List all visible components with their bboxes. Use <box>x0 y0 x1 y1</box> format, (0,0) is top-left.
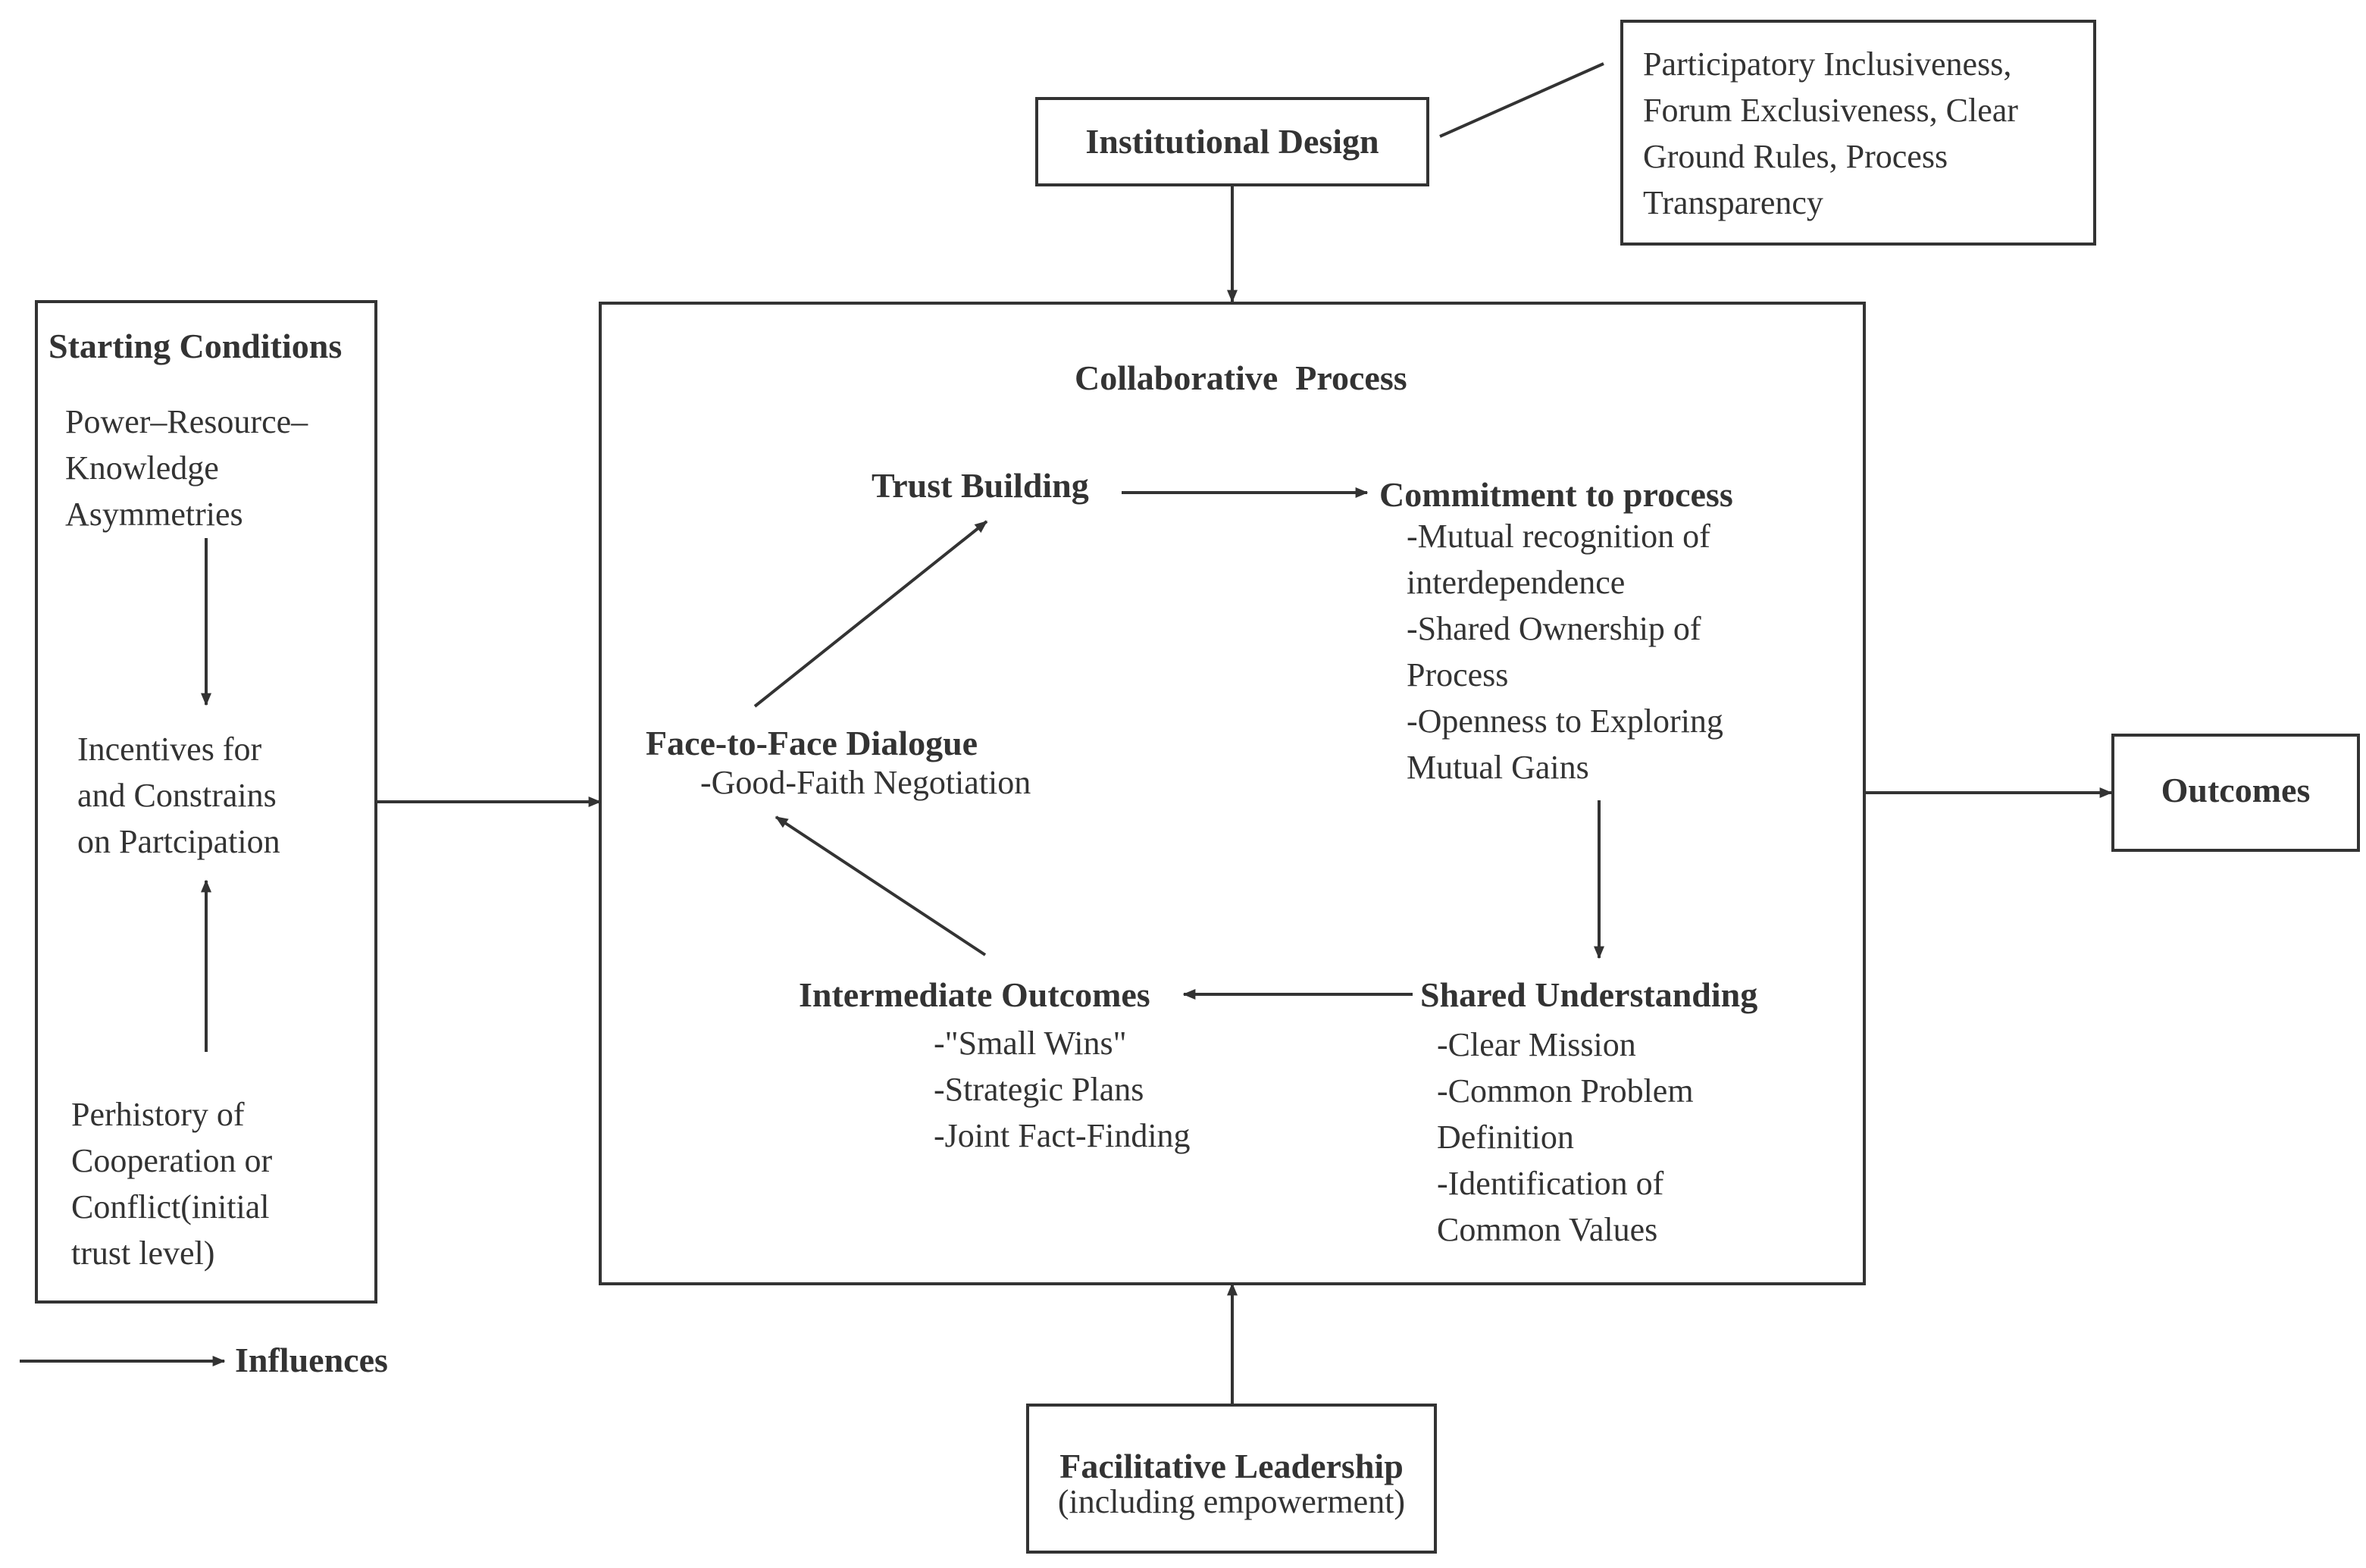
arrow-dialogue-to-trust <box>753 520 988 708</box>
asymmetries-text: Power–Resource– Knowledge Asymmetries <box>65 403 308 533</box>
commitment-title: Commitment to process <box>1379 475 1733 514</box>
commitment-items: -Mutual recognition of interdependence -… <box>1407 518 1723 786</box>
facilitative-leadership-subtitle: (including empowerment) <box>1057 1483 1406 1520</box>
institutional-design-details-box <box>1620 20 2096 246</box>
intermediate-outcomes-items: -"Small Wins" -Strategic Plans -Joint Fa… <box>934 1025 1191 1154</box>
institutional-design-details: Participatory Inclusiveness, Forum Exclu… <box>1643 45 2018 221</box>
face-to-face-title: Face-to-Face Dialogue <box>646 724 978 762</box>
institutional-design-box <box>1035 97 1429 186</box>
outcomes-title: Outcomes <box>2161 771 2311 809</box>
connector-design-details <box>1439 62 1604 138</box>
intermediate-outcomes-title: Intermediate Outcomes <box>799 975 1150 1014</box>
collaborative-process-title: Collaborative Process <box>1075 358 1407 397</box>
institutional-design-title: Institutional Design <box>1085 122 1379 161</box>
face-to-face-item: -Good-Faith Negotiation <box>700 764 1031 801</box>
incentives-text: Incentives for and Constrains on Partcip… <box>77 731 280 860</box>
legend-label: Influences <box>235 1341 388 1379</box>
facilitative-leadership-title: Facilitative Leadership <box>1059 1447 1404 1485</box>
arrow-intermediate-to-dialogue <box>775 815 987 956</box>
starting-conditions-box <box>35 300 377 1304</box>
shared-understanding-items: -Clear Mission -Common Problem Definitio… <box>1437 1026 1694 1248</box>
facilitative-leadership-box <box>1026 1404 1437 1554</box>
collaborative-process-box <box>599 302 1866 1285</box>
trust-building-label: Trust Building <box>872 466 1089 505</box>
shared-understanding-title: Shared Understanding <box>1420 975 1758 1014</box>
outcomes-box <box>2111 734 2360 852</box>
starting-conditions-title: Starting Conditions <box>49 327 343 365</box>
prehistory-text: Perhistory of Cooperation or Conflict(in… <box>71 1096 273 1272</box>
